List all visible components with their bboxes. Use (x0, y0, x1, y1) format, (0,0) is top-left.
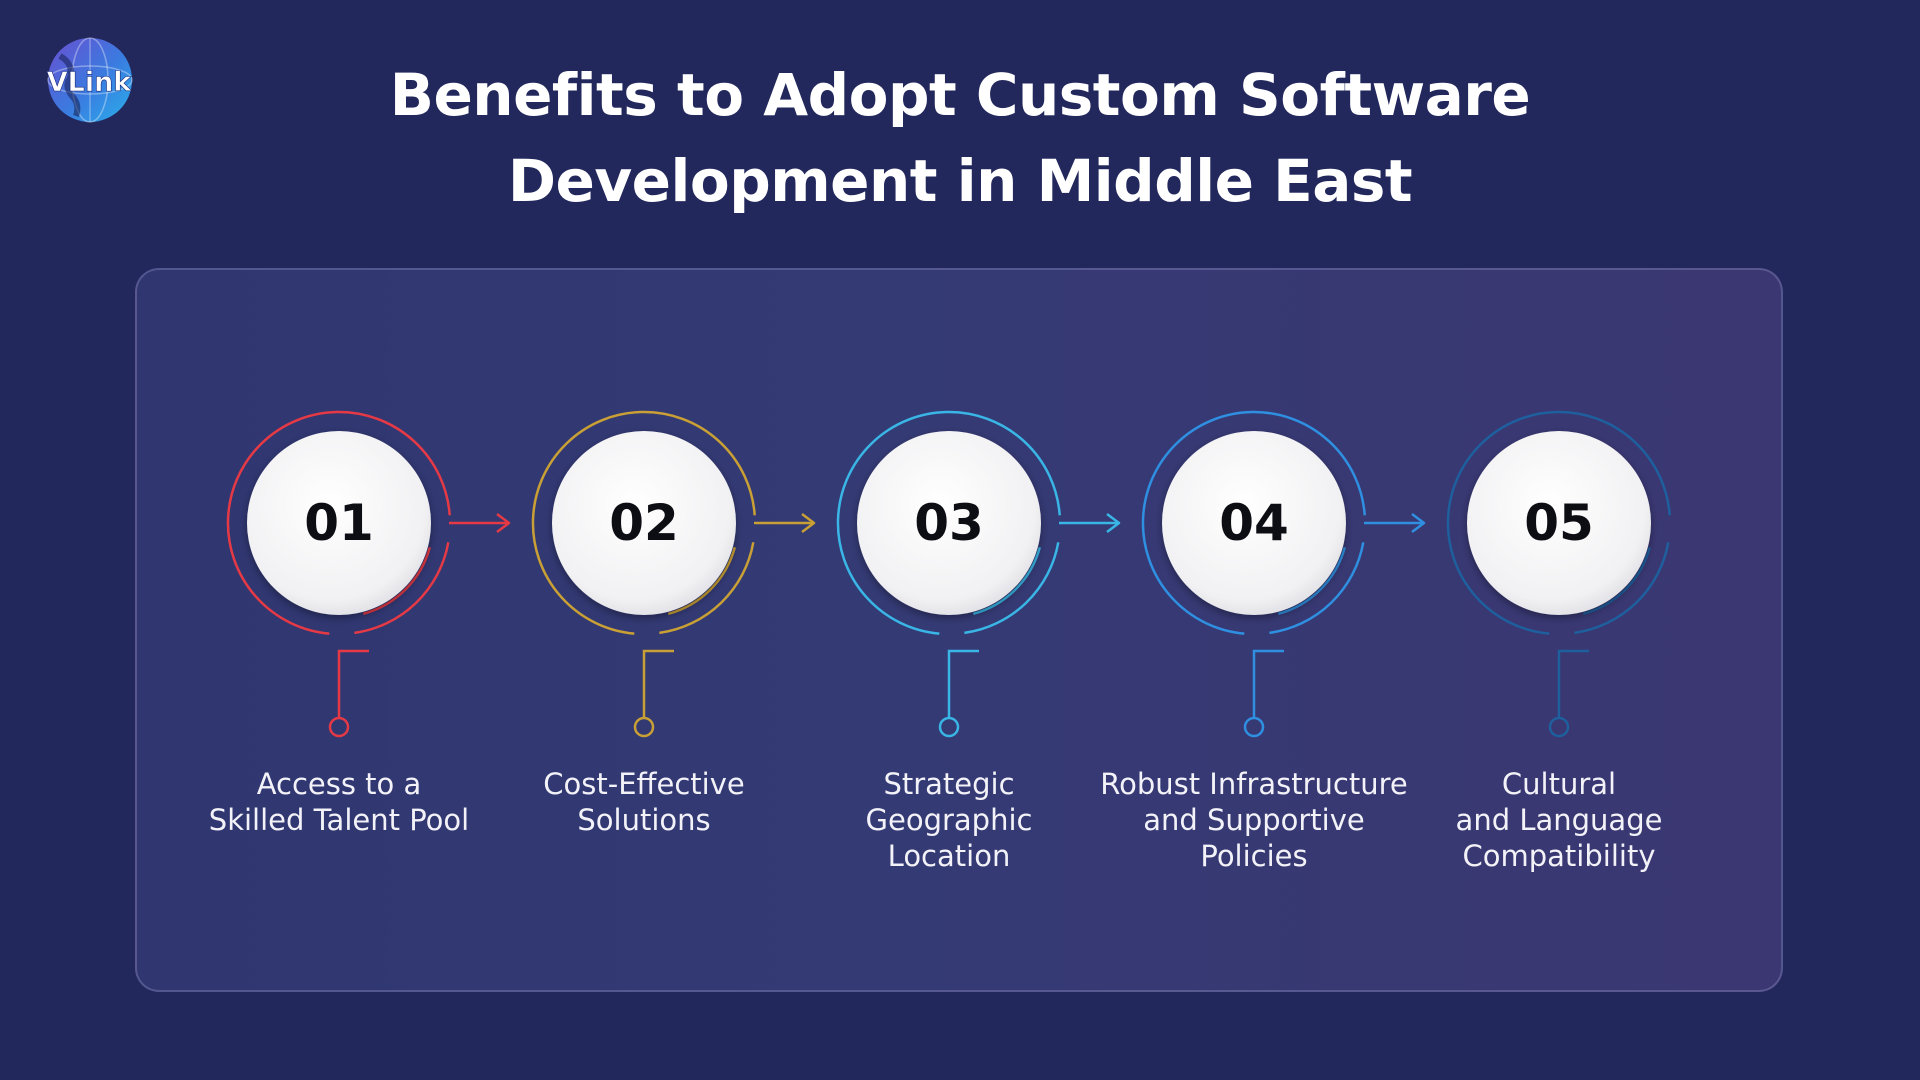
step-number: 01 (304, 494, 374, 552)
step-label: Cultural and Language Compatibility (1455, 767, 1663, 873)
logo-text: VLink (47, 67, 133, 98)
step-label: Access to a Skilled Talent Pool (208, 767, 470, 837)
step-number: 04 (1219, 494, 1289, 552)
step-number: 02 (609, 494, 679, 552)
step-label: Cost-Effective Solutions (543, 767, 745, 837)
globe-logo-icon: VLink (46, 37, 133, 123)
vlink-logo: VLink (30, 34, 148, 126)
step-label: Robust Infrastructure and Supportive Pol… (1100, 767, 1408, 873)
page-title: Benefits to Adopt Custom Software Develo… (389, 61, 1531, 215)
step-number: 05 (1524, 494, 1594, 552)
step-label: Strategic Geographic Location (865, 767, 1033, 873)
steps-panel (135, 268, 1783, 992)
step-number: 03 (914, 494, 984, 552)
